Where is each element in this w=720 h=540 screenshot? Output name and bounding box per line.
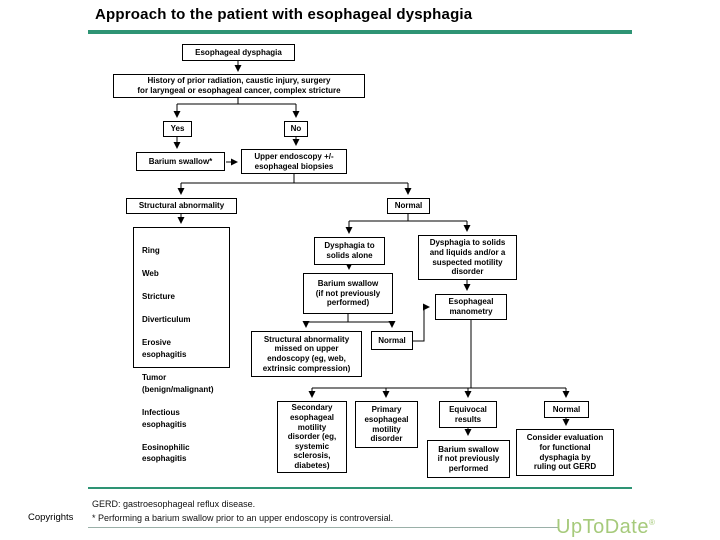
node-dysphagia-solids-liquids: Dysphagia to solids and liquids and/or a… — [418, 235, 517, 280]
node-barium-swallow-first: Barium swallow* — [136, 152, 225, 171]
node-dysphagia-solids-alone: Dysphagia to solids alone — [314, 237, 385, 265]
node-normal-manometry: Normal — [544, 401, 589, 418]
list-item: Eosinophilic esophagitis — [142, 442, 190, 464]
list-item: Infectious esophagitis — [142, 407, 187, 429]
title-underline — [88, 30, 632, 34]
uptodate-logo: UpToDate® — [556, 516, 655, 539]
node-normal-barium: Normal — [371, 331, 413, 350]
node-esophageal-dysphagia: Esophageal dysphagia — [182, 44, 295, 61]
list-item: Web — [142, 268, 159, 278]
node-no: No — [284, 121, 308, 137]
node-history-question: History of prior radiation, caustic inju… — [113, 74, 365, 98]
list-item: Erosive esophagitis — [142, 338, 187, 359]
list-item: Stricture — [142, 291, 175, 301]
node-structural-findings-list: Ring Web Stricture Diverticulum Erosive … — [133, 227, 230, 463]
node-equivocal-results: Equivocal results — [439, 401, 497, 428]
node-esophageal-manometry: Esophageal manometry — [435, 294, 507, 320]
bottom-divider — [88, 527, 558, 528]
footnote-gerd: GERD: gastroesophageal reflux disease. — [92, 499, 256, 509]
footnote-asterisk: * Performing a barium swallow prior to a… — [92, 513, 394, 523]
registered-trademark-icon: ® — [648, 518, 655, 527]
node-secondary-motility-disorder: Secondary esophageal motility disorder (… — [277, 401, 347, 473]
list-item: Diverticulum — [142, 315, 191, 325]
list-item: Ring — [142, 245, 160, 255]
node-yes: Yes — [163, 121, 192, 137]
node-barium-swallow-third: Barium swallow if not previously perform… — [427, 440, 510, 478]
node-consider-functional-dysphagia: Consider evaluation for functional dysph… — [516, 429, 614, 476]
node-normal-endoscopy: Normal — [387, 198, 430, 214]
uptodate-logo-text: UpToDate — [556, 516, 649, 538]
node-structural-missed: Structural abnormality missed on upper e… — [251, 331, 362, 377]
copyright-label: Copyrights — [28, 512, 74, 523]
node-structural-abnormality: Structural abnormality — [126, 198, 237, 214]
footer-divider — [88, 487, 632, 489]
list-item: Tumor (benign/malignant) — [142, 373, 214, 394]
node-upper-endoscopy: Upper endoscopy +/- esophageal biopsies — [241, 149, 347, 174]
page-title: Approach to the patient with esophageal … — [95, 6, 473, 23]
node-barium-swallow-second: Barium swallow (if not previously perfor… — [303, 273, 393, 314]
node-primary-motility-disorder: Primary esophageal motility disorder — [355, 401, 418, 448]
